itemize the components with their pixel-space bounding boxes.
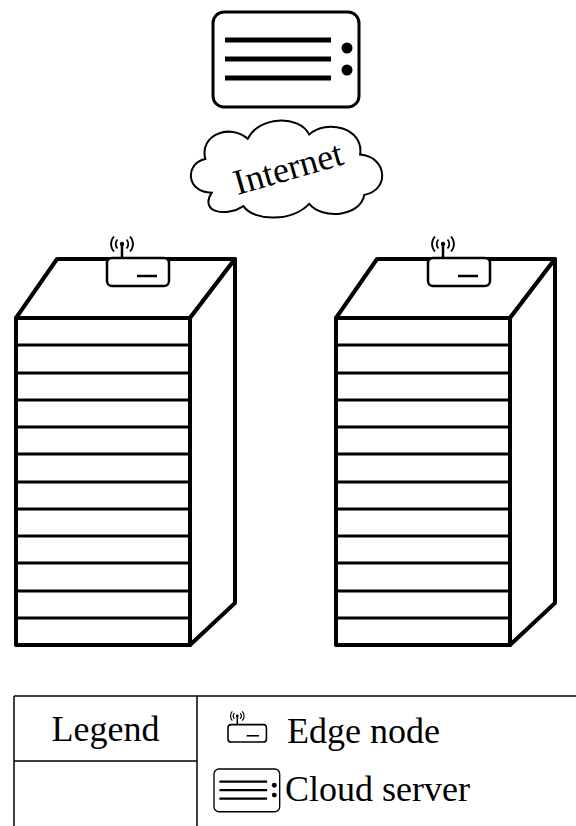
legend-table bbox=[14, 696, 576, 826]
legend-text: Edge node bbox=[287, 711, 440, 751]
legend-title: Legend bbox=[52, 711, 160, 747]
cloud-shape bbox=[191, 121, 382, 218]
building bbox=[16, 259, 235, 645]
legend-text: Cloud server bbox=[285, 769, 470, 809]
edge-node-icon bbox=[428, 237, 490, 287]
legend-entry: Cloud server bbox=[285, 771, 470, 807]
cloud-server-icon bbox=[213, 12, 359, 107]
edge-node-icon bbox=[107, 237, 169, 287]
legend-cloud-server-icon bbox=[214, 769, 280, 812]
legend-edge-node-icon bbox=[228, 711, 266, 742]
legend-heading: Legend bbox=[14, 696, 197, 761]
legend-entry: Edge node bbox=[287, 713, 440, 749]
building bbox=[336, 259, 555, 645]
internet-cloud: Internet bbox=[182, 112, 394, 224]
